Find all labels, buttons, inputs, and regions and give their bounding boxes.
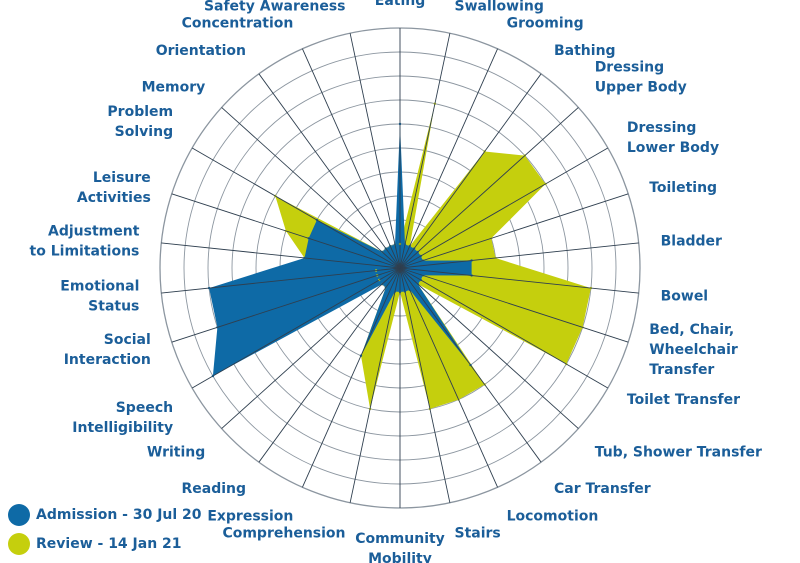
axis-label: Grooming <box>507 16 584 32</box>
grid-spoke <box>399 73 542 269</box>
grid-spoke <box>349 267 401 503</box>
grid-spoke <box>399 33 451 269</box>
axis-label: Expression <box>207 508 293 524</box>
radar-series-layer <box>161 28 639 508</box>
grid-spoke <box>301 48 401 269</box>
axis-label: Toilet Transfer <box>627 392 740 408</box>
grid-spoke <box>258 267 401 463</box>
grid-spoke <box>399 267 451 503</box>
axis-label: Comprehension <box>222 525 345 541</box>
axis-label: Bathing <box>554 43 616 59</box>
grid-spoke <box>258 73 401 269</box>
grid-spoke <box>399 267 499 488</box>
axis-label: Locomotion <box>507 508 599 524</box>
axis-label: Writing <box>147 444 205 460</box>
grid-spoke <box>171 267 401 343</box>
grid-spoke <box>399 267 629 343</box>
legend-swatch-admission <box>8 503 30 526</box>
legend-label-review: Review - 14 Jan 21 <box>36 535 182 552</box>
grid-spoke <box>399 147 609 269</box>
axis-label: Swallowing <box>455 0 544 15</box>
axis-label: Car Transfer <box>554 481 651 497</box>
axis-label: Reading <box>181 481 246 497</box>
legend-item-admission: Admission - 30 Jul 20 <box>8 500 202 529</box>
axis-label: Stairs <box>455 525 501 541</box>
axis-label: Tub, Shower Transfer <box>595 444 762 460</box>
grid-spoke <box>399 267 579 429</box>
axis-label: Bladder <box>661 234 722 250</box>
grid-spoke <box>399 48 499 269</box>
grid-spoke <box>399 107 579 269</box>
axis-label: Safety Awareness <box>204 0 346 15</box>
grid-spoke <box>301 267 401 488</box>
grid-spoke <box>399 193 629 269</box>
legend: Admission - 30 Jul 20 Review - 14 Jan 21 <box>8 500 202 558</box>
grid-spoke <box>349 33 401 269</box>
series-area-admission <box>209 124 472 376</box>
grid-spoke <box>161 242 401 269</box>
axis-label: Toileting <box>649 180 717 196</box>
grid-spoke <box>399 267 639 294</box>
grid-spoke <box>221 267 401 429</box>
axis-label: Memory <box>142 80 206 96</box>
legend-swatch-review <box>8 532 30 555</box>
grid-spoke <box>399 267 609 389</box>
legend-label-admission: Admission - 30 Jul 20 <box>36 506 202 523</box>
grid-spoke <box>191 267 401 389</box>
axis-label: Concentration <box>182 16 294 32</box>
axis-label: Orientation <box>156 43 246 59</box>
axis-label: Bowel <box>661 288 709 304</box>
grid-spoke <box>399 267 542 463</box>
grid-spoke <box>191 147 401 269</box>
grid-spoke <box>171 193 401 269</box>
grid-spoke <box>399 242 639 269</box>
legend-item-review: Review - 14 Jan 21 <box>8 529 202 558</box>
grid-spoke <box>221 107 401 269</box>
grid-spoke <box>161 267 401 294</box>
axis-label: Eating <box>375 0 426 9</box>
